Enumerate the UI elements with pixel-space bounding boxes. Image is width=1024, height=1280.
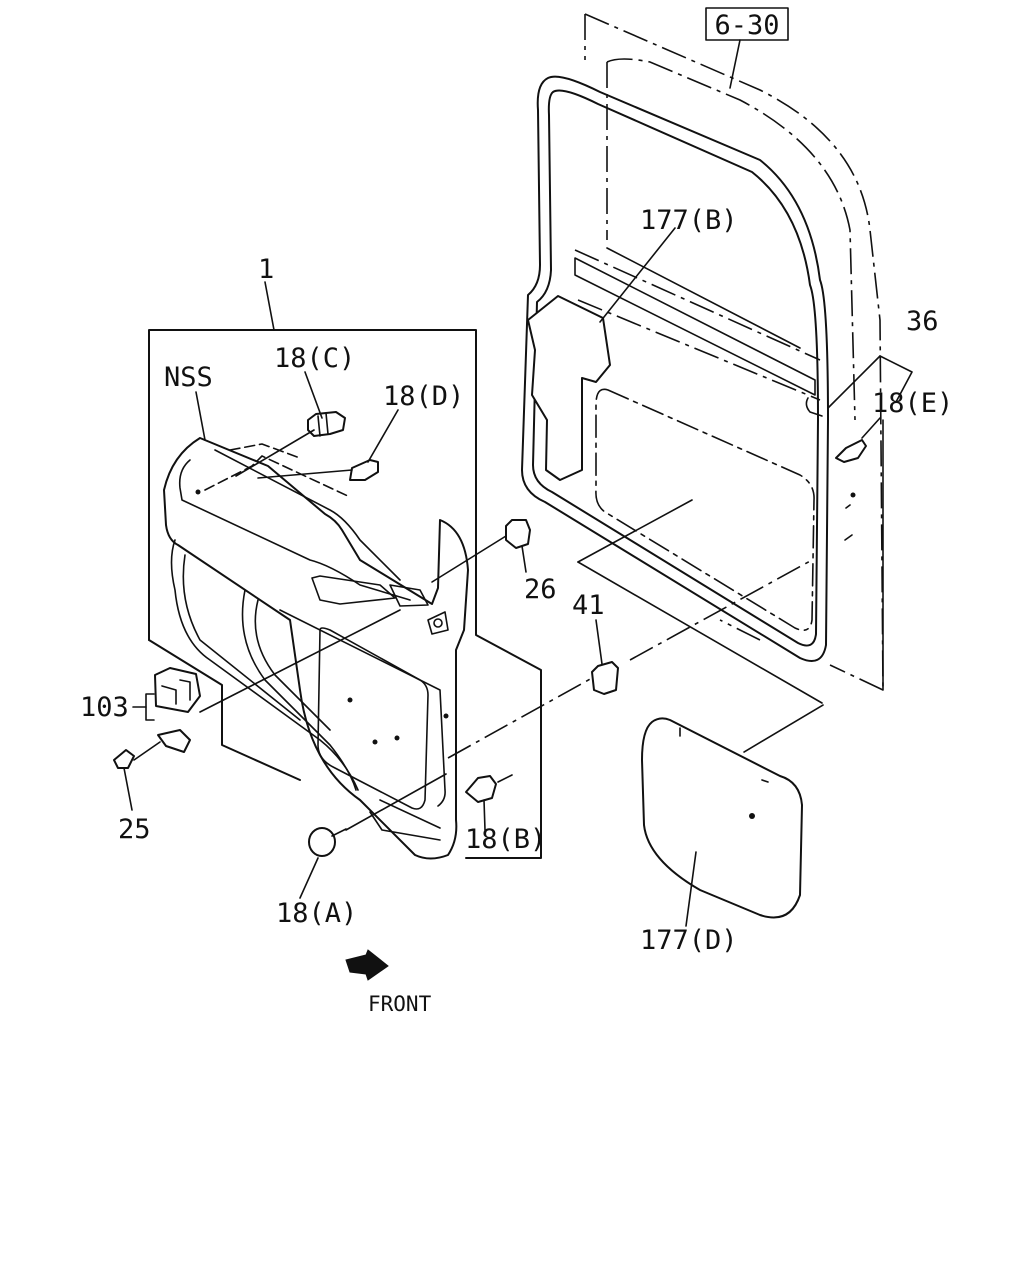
screw-25	[113, 749, 135, 769]
label-25: 25	[118, 814, 151, 845]
label-1: 1	[258, 254, 274, 285]
label-18d: 18(D)	[383, 381, 464, 412]
label-177d: 177(D)	[640, 925, 738, 956]
label-103: 103	[80, 692, 129, 723]
label-18c: 18(C)	[274, 343, 355, 374]
label-front: FRONT	[368, 992, 432, 1016]
holder-103	[154, 667, 201, 753]
door-inner-panel	[574, 247, 856, 631]
leader-lines	[123, 39, 913, 927]
clip-18e	[835, 439, 867, 463]
retainer-26	[505, 519, 531, 549]
pushpin-18a	[308, 827, 347, 857]
label-18b: 18(B)	[465, 824, 546, 855]
front-arrow-icon	[345, 949, 389, 981]
sound-pad-177b	[527, 295, 611, 481]
door-shell	[574, 13, 884, 691]
bracket-18d	[349, 459, 379, 481]
label-36: 36	[906, 306, 939, 337]
label-nss: NSS	[164, 362, 213, 393]
label-41: 41	[572, 590, 605, 621]
pad-177d	[641, 717, 803, 919]
label-26: 26	[524, 574, 557, 605]
trim-board-frame	[148, 329, 542, 859]
label-18a: 18(A)	[276, 898, 357, 929]
door-trim-board	[163, 437, 469, 860]
label-18e: 18(E)	[872, 388, 953, 419]
clip-41	[591, 661, 619, 695]
label-177b: 177(B)	[640, 205, 738, 236]
weatherstrip-36	[521, 75, 829, 662]
ref-box-label: 6-30	[714, 10, 779, 41]
clip-18c	[307, 411, 346, 437]
ref-box	[705, 7, 789, 41]
clip-18b	[465, 775, 497, 803]
